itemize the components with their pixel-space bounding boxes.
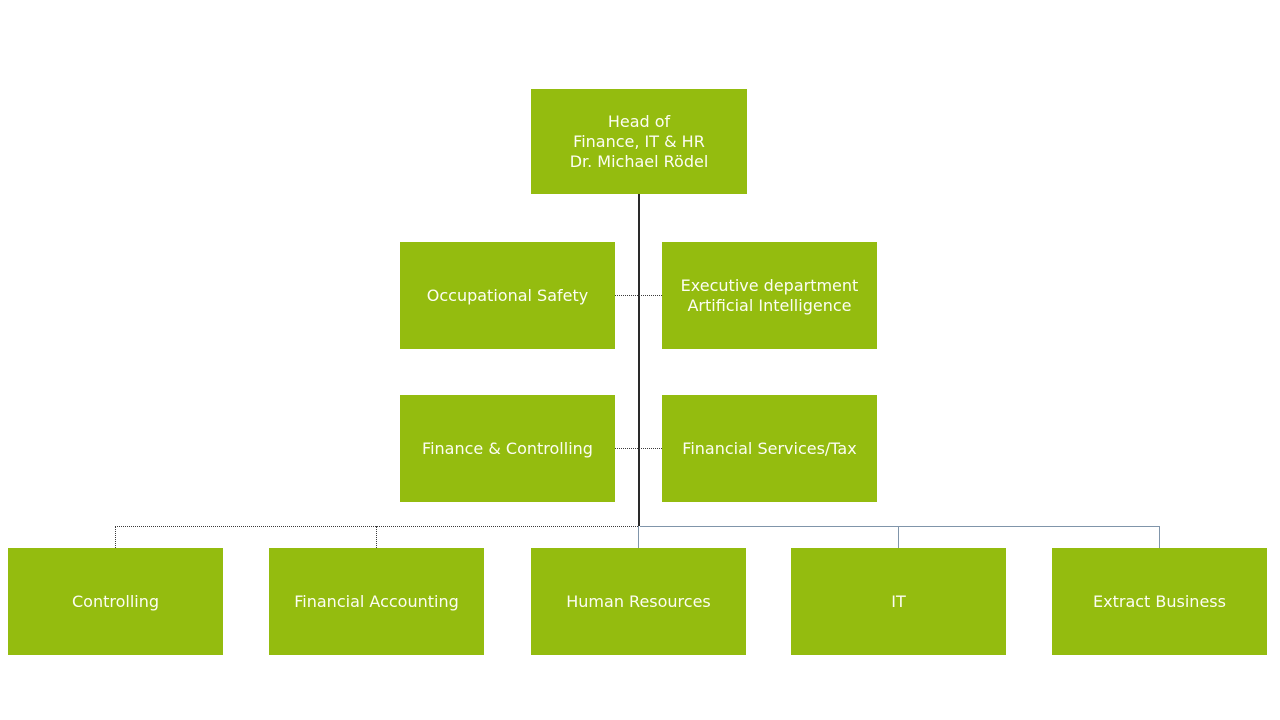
connector-drop-extract-business: [1159, 526, 1160, 548]
org-node-financial-accounting: Financial Accounting: [269, 548, 484, 655]
connector-trunk: [638, 194, 640, 526]
org-node-head: Head of Finance, IT & HR Dr. Michael Röd…: [531, 89, 747, 194]
connector-drop-it: [898, 526, 899, 548]
org-node-finance-controlling: Finance & Controlling: [400, 395, 615, 502]
connector-row2-dotted: [615, 295, 662, 296]
connector-trunk-lower: [638, 526, 639, 548]
org-node-executive-department-ai: Executive department Artificial Intellig…: [662, 242, 877, 349]
org-node-controlling: Controlling: [8, 548, 223, 655]
org-node-it: IT: [791, 548, 1006, 655]
org-node-occupational-safety: Occupational Safety: [400, 242, 615, 349]
org-node-human-resources: Human Resources: [531, 548, 746, 655]
org-node-financial-services-tax: Financial Services/Tax: [662, 395, 877, 502]
connector-drop-controlling: [115, 526, 116, 548]
connector-row3-dotted: [615, 448, 662, 449]
connector-drop-financial-accounting: [376, 526, 377, 548]
connector-bottom-solid-horizontal: [640, 526, 1160, 527]
org-node-extract-business: Extract Business: [1052, 548, 1267, 655]
